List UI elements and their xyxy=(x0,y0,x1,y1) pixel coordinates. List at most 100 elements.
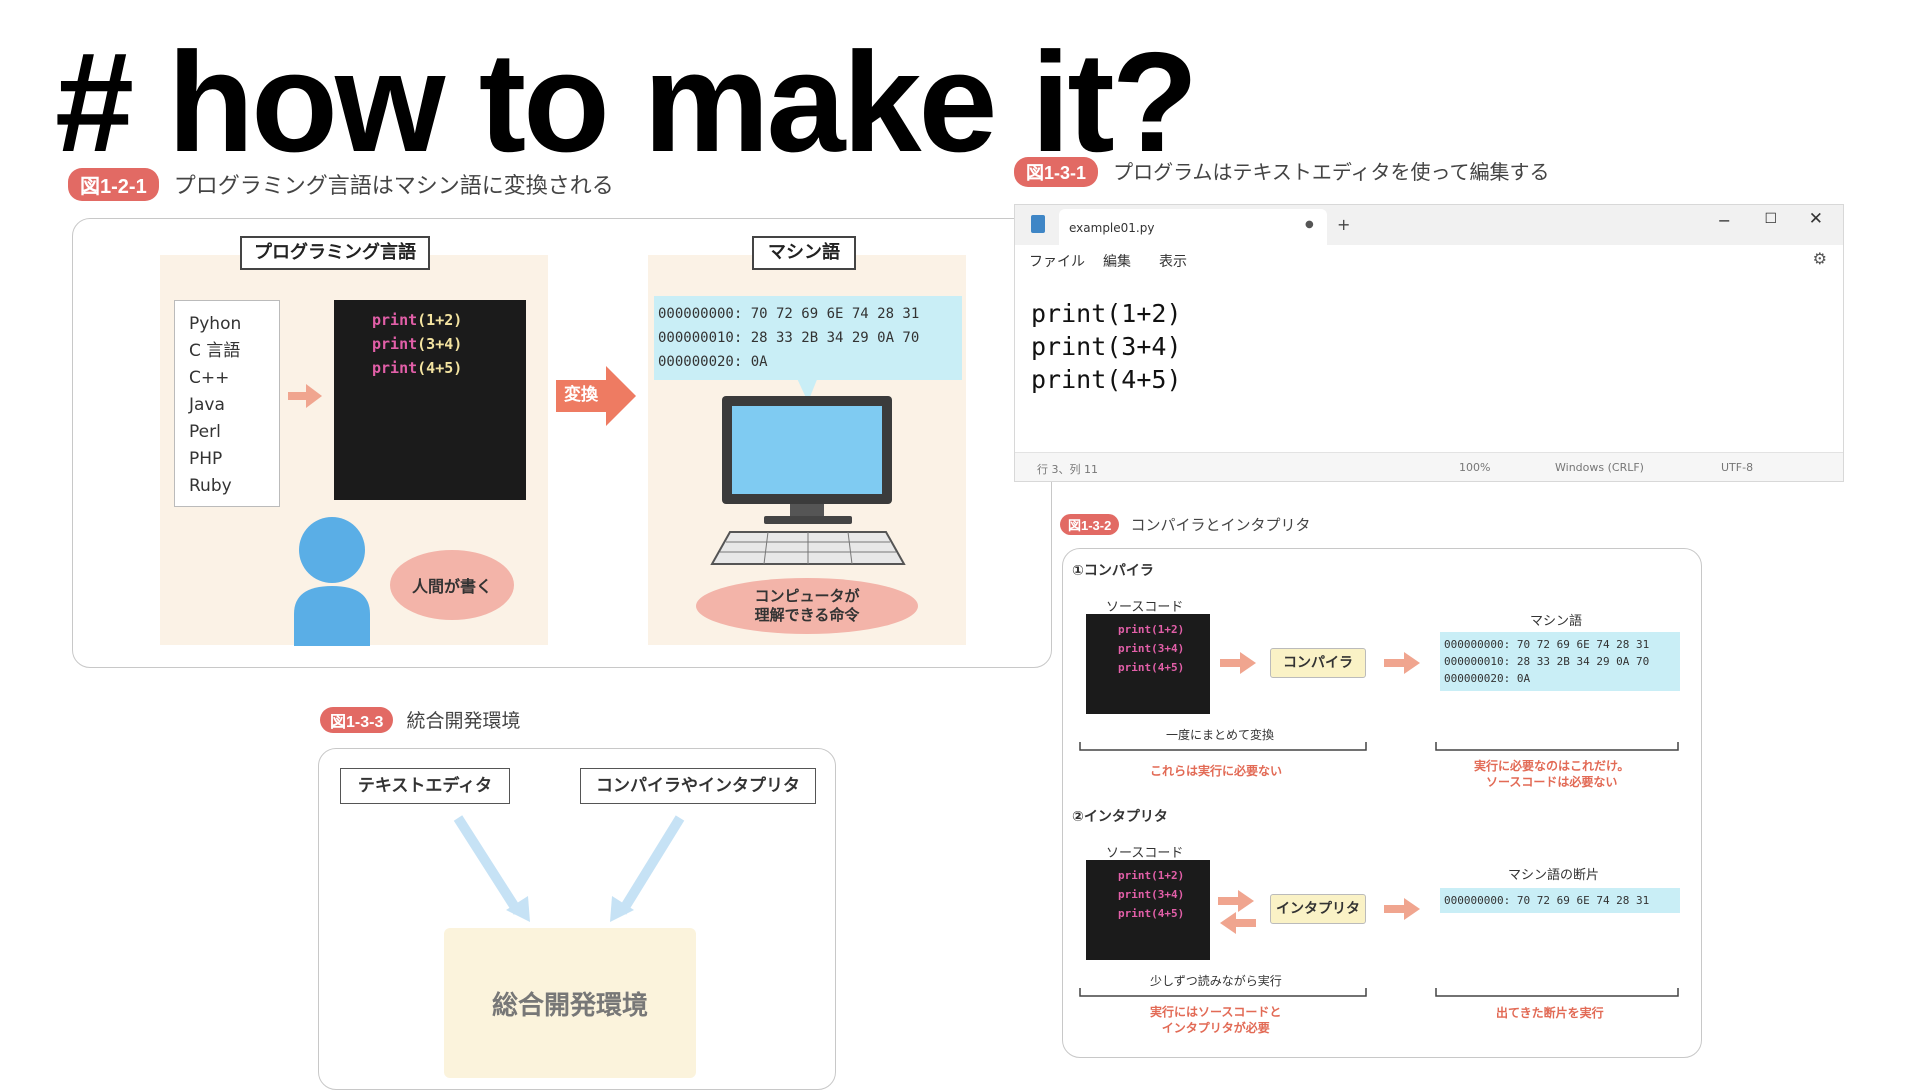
code-line: print(4+5) xyxy=(1118,907,1185,920)
converging-arrows-icon xyxy=(453,815,685,922)
fig133-caption-row: 図1-3-3 統合開発環境 xyxy=(320,706,520,733)
brace-line xyxy=(1079,742,1367,751)
editor-titlebar: example01.py ● + − ☐ ✕ xyxy=(1015,205,1843,245)
compiler-box: コンパイラ xyxy=(1270,648,1366,678)
settings-gear-icon[interactable]: ⚙ xyxy=(1812,249,1827,268)
language-item: PHP xyxy=(189,449,223,469)
compiler-source-code: print(1+2) print(3+4) print(4+5) xyxy=(1086,614,1210,714)
fig131-caption-row: 図1-3-1 プログラムはテキストエディタを使って編集する xyxy=(1014,156,1550,187)
interpreter-box: インタプリタ xyxy=(1270,894,1366,924)
source-label: ソースコード xyxy=(1106,846,1184,861)
compiler-red-left: これらは実行に必要ない xyxy=(1150,764,1283,778)
compiler-red-right-1: 実行に必要なのはこれだけ。 xyxy=(1474,759,1630,773)
human-writes-bubble: 人間が書く xyxy=(390,550,514,620)
hex-line: 000000010: 28 33 2B 34 29 0A 70 xyxy=(1444,655,1650,668)
code-keyword: print xyxy=(372,311,418,329)
code-keyword: print xyxy=(372,359,418,377)
compiler-note: 一度にまとめて変換 xyxy=(1166,728,1275,742)
machine-label: マシン語 xyxy=(1530,614,1583,629)
computer-line-2: 理解できる命令 xyxy=(754,606,860,624)
compiler-title: ①コンパイラ xyxy=(1072,563,1154,579)
interp-red-left-2: インタプリタが必要 xyxy=(1161,1021,1270,1035)
code-arg: (4+5) xyxy=(417,359,463,377)
slide-title: # how to make it? xyxy=(55,23,1198,182)
editor-window: example01.py ● + − ☐ ✕ ファイル 編集 表示 ⚙ prin… xyxy=(1014,204,1844,482)
machine-fragment-label: マシン語の断片 xyxy=(1508,868,1600,883)
computer-icon xyxy=(710,396,906,565)
right-arrow-icon xyxy=(1384,652,1420,674)
status-zoom: 100% xyxy=(1459,461,1491,474)
language-item: Ruby xyxy=(189,476,232,496)
interp-source-code: print(1+2) print(3+4) print(4+5) xyxy=(1086,860,1210,960)
compiler-red-right: 実行に必要なのはこれだけ。 ソースコードは必要ない xyxy=(1474,758,1629,790)
status-eol: Windows (CRLF) xyxy=(1555,461,1644,474)
code-line: print(3+4) xyxy=(1118,888,1185,901)
brace-line xyxy=(1435,988,1679,997)
convert-label: 変換 xyxy=(564,385,598,405)
editor-statusbar: 行 3、列 11 100% Windows (CRLF) UTF-8 xyxy=(1015,452,1843,481)
fig132-caption-row: 図1-3-2 コンパイラとインタプリタ xyxy=(1060,514,1310,535)
fig121-hex-block: 000000000: 70 72 69 6E 74 28 31 00000001… xyxy=(654,296,962,380)
bidirectional-arrow-icon xyxy=(1218,890,1256,934)
fig121-caption-row: 図1-2-1 プログラミング言語はマシン語に変換される xyxy=(68,168,614,201)
code-lines: print(1+2) print(3+4) print(4+5) xyxy=(334,300,526,380)
new-tab-plus-icon[interactable]: + xyxy=(1337,215,1351,234)
interpreter-title: ②インタプリタ xyxy=(1072,809,1168,825)
fig133-caption: 統合開発環境 xyxy=(406,710,521,732)
fig121-badge: 図1-2-1 xyxy=(68,168,159,201)
interp-red-left: 実行にはソースコードと インタプリタが必要 xyxy=(1150,1004,1281,1036)
code-arg: (1+2) xyxy=(417,311,463,329)
close-icon[interactable]: ✕ xyxy=(1808,209,1823,229)
code-line: print(1+2) xyxy=(1118,869,1185,882)
minimize-icon[interactable]: − xyxy=(1717,211,1731,230)
language-list: Pyhon C 言語 C++ Java Perl PHP Ruby xyxy=(174,300,280,507)
code-lines: print(1+2) print(3+4) print(4+5) xyxy=(1086,860,1210,923)
fig132-badge: 図1-3-2 xyxy=(1060,514,1120,535)
person-icon xyxy=(294,517,370,646)
editor-code-area[interactable]: print(1+2) print(3+4) print(4+5) xyxy=(1031,297,1182,396)
code-line: print(3+4) xyxy=(1118,642,1185,655)
language-item: Java xyxy=(189,395,225,415)
convert-arrow-icon xyxy=(556,366,636,426)
hex-line: 000000020: 0A xyxy=(658,354,768,370)
brace-line xyxy=(1435,742,1679,751)
code-line: print(1+2) xyxy=(1118,623,1185,636)
speech-tail xyxy=(794,372,820,402)
fig133-badge: 図1-3-3 xyxy=(320,707,394,733)
computer-line-1: コンピュータが xyxy=(754,587,860,605)
brace-line xyxy=(1079,988,1367,997)
ide-box: 総合開発環境 xyxy=(444,928,696,1078)
text-editor-box: テキストエディタ xyxy=(340,768,510,804)
menu-view[interactable]: 表示 xyxy=(1159,254,1187,270)
right-arrow-icon xyxy=(1384,898,1420,920)
status-position: 行 3、列 11 xyxy=(1037,463,1098,476)
maximize-icon[interactable]: ☐ xyxy=(1764,211,1777,227)
computer-understands-bubble: コンピュータが 理解できる命令 xyxy=(696,578,918,634)
language-item: C++ xyxy=(189,368,230,388)
right-arrow-icon xyxy=(1220,652,1256,674)
fig131-caption: プログラムはテキストエディタを使って編集する xyxy=(1113,160,1550,184)
editor-tab[interactable]: example01.py ● xyxy=(1059,209,1327,245)
code-lines: print(1+2) print(3+4) print(4+5) xyxy=(1086,614,1210,677)
compiler-red-right-2: ソースコードは必要ない xyxy=(1486,775,1618,789)
unsaved-dot-icon: ● xyxy=(1305,219,1314,230)
code-keyword: print xyxy=(372,335,418,353)
language-item: Perl xyxy=(189,422,221,442)
fig121-code-block: print(1+2) print(3+4) print(4+5) xyxy=(334,300,526,500)
code-arg: (3+4) xyxy=(417,335,463,353)
interp-note: 少しずつ読みながら実行 xyxy=(1150,974,1282,988)
small-right-arrow-icon xyxy=(288,384,322,408)
interp-red-left-1: 実行にはソースコードと xyxy=(1150,1005,1282,1019)
notepad-icon xyxy=(1031,215,1045,233)
tab-filename: example01.py xyxy=(1069,221,1155,235)
interp-hex-block: 000000000: 70 72 69 6E 74 28 31 xyxy=(1440,888,1680,913)
hex-line: 000000010: 28 33 2B 34 29 0A 70 xyxy=(658,330,920,346)
compiler-interp-box: コンパイラやインタプリタ xyxy=(580,768,816,804)
menu-file[interactable]: ファイル xyxy=(1029,254,1085,270)
hex-line: 000000000: 70 72 69 6E 74 28 31 xyxy=(1444,894,1650,907)
editor-code-line: print(4+5) xyxy=(1031,365,1182,394)
hex-line: 000000000: 70 72 69 6E 74 28 31 xyxy=(1444,638,1650,651)
editor-menubar: ファイル 編集 表示 ⚙ xyxy=(1015,245,1843,275)
menu-edit[interactable]: 編集 xyxy=(1103,254,1131,270)
hex-line: 000000000: 70 72 69 6E 74 28 31 xyxy=(658,306,920,322)
